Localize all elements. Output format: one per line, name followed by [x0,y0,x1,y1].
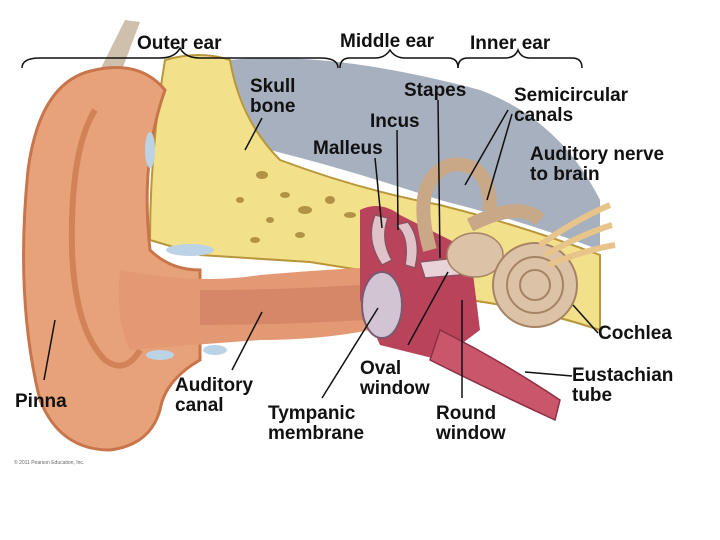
leader-skull-bone [244,117,263,151]
label-auditory-canal: Auditory canal [175,375,254,416]
section-outer-ear: Outer ear [137,33,222,54]
label-skull-bone: Skull bone [250,76,296,117]
label-semicircular-canals: Semicircular canals [514,85,629,126]
leader-stapes [437,99,441,259]
leader-semicircular-b [486,113,513,201]
vestibule-shape [446,232,504,278]
tympanic-membrane-shape [361,271,403,339]
section-inner-ear: Inner ear [470,33,551,54]
label-oval-window: Oval window [360,358,430,399]
label-pinna: Pinna [15,391,67,412]
section-middle-ear: Middle ear [340,31,434,52]
leader-auditory-canal [231,311,263,371]
brain-tissue [230,58,600,250]
incus-shape [393,221,419,269]
leader-oval-window [407,271,449,346]
bracket-outer-ear [21,46,339,69]
leader-malleus [374,157,383,229]
cartilage-highlights [145,132,227,360]
label-round-window: Round window [436,403,506,444]
hair [100,20,140,75]
label-stapes: Stapes [404,80,467,101]
label-auditory-nerve: Auditory nerve to brain [530,144,665,185]
auditory-canal-shadow [200,285,365,325]
label-incus: Incus [370,111,420,132]
leader-pinna [43,319,56,381]
bracket-middle-ear [339,48,459,69]
leader-semicircular-a [464,109,509,186]
label-cochlea: Cochlea [598,323,672,344]
leader-tympanic [321,307,379,399]
pinna-inner-fold [68,108,143,369]
leader-lines [43,99,599,399]
leader-eustachian [524,371,573,377]
auditory-nerve-shape [538,202,616,268]
label-eustachian-tube: Eustachian tube [572,365,674,406]
leader-cochlea [572,304,599,334]
section-brackets [21,46,583,69]
label-malleus: Malleus [313,138,383,159]
semicircular-canals-shape [416,157,545,252]
malleus-shape [370,214,394,266]
leader-incus [396,129,399,231]
bracket-inner-ear [457,47,583,69]
copyright-notice: © 2011 Pearson Education, Inc. [14,460,85,466]
label-tympanic-membrane: Tympanic membrane [268,403,365,444]
